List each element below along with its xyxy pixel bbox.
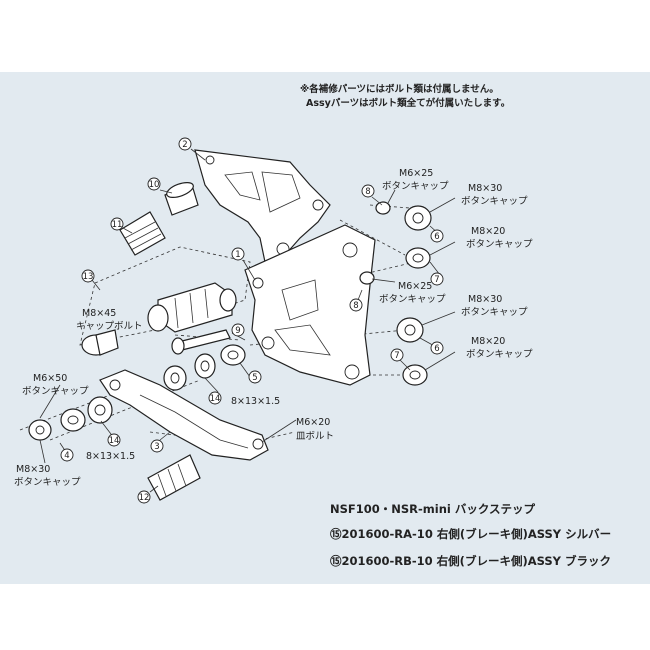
svg-text:9: 9 <box>235 326 240 336</box>
label-m8x20-mid: M8×20 <box>471 336 505 347</box>
part-6-bushing-top <box>404 205 432 231</box>
footpeg-shaft <box>147 282 237 333</box>
label-m8x30-bottom: M8×30 <box>16 464 50 475</box>
svg-text:11: 11 <box>112 220 123 230</box>
svg-text:6: 6 <box>434 232 439 242</box>
label-button-cap-f: ボタンキャップ <box>466 349 533 360</box>
label-button-cap-c: ボタンキャップ <box>466 239 533 250</box>
svg-text:10: 10 <box>149 180 160 190</box>
part-5-collar <box>220 344 246 366</box>
callout-9: 9 <box>231 323 245 337</box>
label-button-cap-e: ボタンキャップ <box>461 307 528 318</box>
label-m6x50: M6×50 <box>33 373 67 384</box>
part-10-rubber <box>164 182 199 216</box>
product-title: NSF100・NSR-mini バックステップ <box>330 502 536 516</box>
svg-text:8: 8 <box>353 301 358 311</box>
svg-text:14: 14 <box>210 394 221 404</box>
svg-text:1: 1 <box>235 250 240 260</box>
label-flat-bolt: 皿ボルト <box>296 431 334 442</box>
label-m6x25-top: M6×25 <box>399 168 433 179</box>
part-14-spacers <box>60 353 216 432</box>
part-1-main-plate <box>244 224 376 386</box>
label-button-cap-a: ボタンキャップ <box>382 181 449 192</box>
svg-text:13: 13 <box>83 272 94 282</box>
part-9-bolt <box>171 329 231 355</box>
callout-6-mid: 6 <box>430 341 444 355</box>
label-m8x45: M8×45 <box>82 308 116 319</box>
part-11-spring <box>119 211 166 256</box>
part-7-washer-mid <box>402 364 428 386</box>
part-4-button-cap <box>28 419 52 441</box>
callout-13: 13 <box>81 269 95 283</box>
part-12-rubber-peg <box>147 454 201 501</box>
svg-text:14: 14 <box>109 436 120 446</box>
product-line-ra: ⑮201600-RA-10 右側(ブレーキ側)ASSY シルバー <box>330 527 611 541</box>
callout-8-top: 8 <box>361 184 375 198</box>
svg-text:8: 8 <box>365 187 370 197</box>
callout-5: 5 <box>248 370 262 384</box>
product-line-rb: ⑮201600-RB-10 右側(ブレーキ側)ASSY ブラック <box>330 554 611 568</box>
part-8-collar-top <box>375 201 391 215</box>
callout-11: 11 <box>110 217 124 231</box>
svg-text:5: 5 <box>252 373 257 383</box>
callout-14-a: 14 <box>208 391 222 405</box>
callout-3: 3 <box>150 439 164 453</box>
callout-4: 4 <box>60 448 74 462</box>
callout-6-top: 6 <box>430 229 444 243</box>
label-m6x20: M6×20 <box>296 417 330 428</box>
cap-bolt-m8x45 <box>81 329 119 356</box>
part-7-washer-top <box>405 247 431 269</box>
callout-1: 1 <box>231 247 245 261</box>
label-spacer-a: 8×13×1.5 <box>231 396 280 407</box>
svg-text:7: 7 <box>434 275 439 285</box>
part-6-bushing-mid <box>396 317 424 343</box>
part-8-collar-mid <box>359 271 375 285</box>
label-button-cap-h: ボタンキャップ <box>14 477 81 488</box>
callout-7-top: 7 <box>430 272 444 286</box>
svg-text:7: 7 <box>394 351 399 361</box>
callout-8-mid: 8 <box>349 298 363 312</box>
callout-7-mid: 7 <box>390 348 404 362</box>
label-spacer-b: 8×13×1.5 <box>86 451 135 462</box>
label-cap-bolt: キャップボルト <box>76 321 143 332</box>
svg-text:6: 6 <box>434 344 439 354</box>
callout-2: 2 <box>178 137 192 151</box>
callout-12: 12 <box>137 490 151 504</box>
callout-14-b: 14 <box>107 433 121 447</box>
label-button-cap-d: ボタンキャップ <box>379 294 446 305</box>
callout-10: 10 <box>147 177 161 191</box>
label-m8x20-top: M8×20 <box>471 226 505 237</box>
svg-text:4: 4 <box>64 451 69 461</box>
note-line-1: ※各補修パーツにはボルト類は付属しません。 <box>300 83 499 95</box>
part-3-lever <box>99 369 269 461</box>
label-button-cap-g: ボタンキャップ <box>22 386 89 397</box>
svg-text:2: 2 <box>182 140 187 150</box>
svg-text:3: 3 <box>154 442 159 452</box>
label-m8x30-top: M8×30 <box>468 183 502 194</box>
label-button-cap-b: ボタンキャップ <box>461 196 528 207</box>
label-m8x30-mid: M8×30 <box>468 294 502 305</box>
label-m6x25-mid: M6×25 <box>398 281 432 292</box>
note-line-2: Assyパーツはボルト類全てが付属いたします。 <box>306 97 510 109</box>
svg-text:12: 12 <box>139 493 150 503</box>
